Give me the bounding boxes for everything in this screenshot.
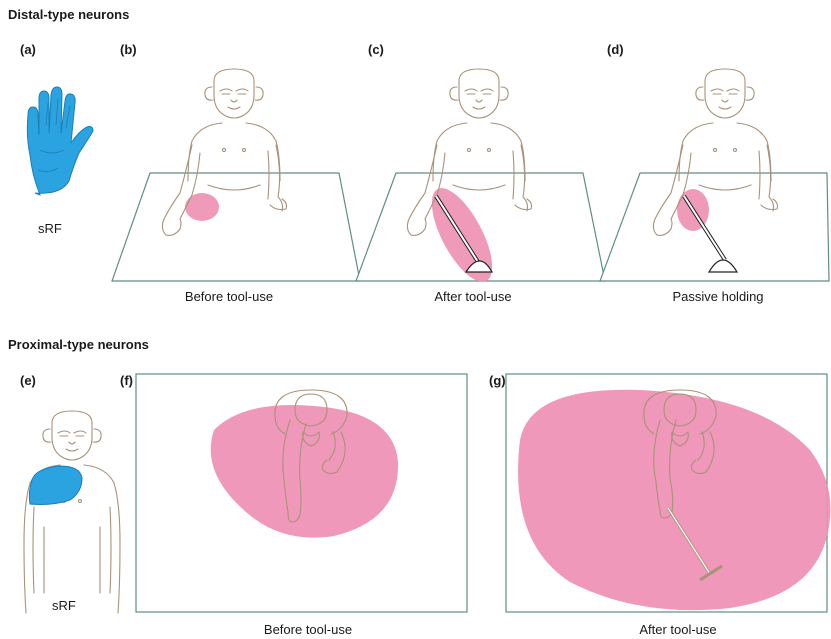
shoulder-srf-icon xyxy=(29,466,82,505)
panel-f-drawing xyxy=(136,374,467,612)
panel-d-drawing xyxy=(600,69,829,281)
hand-srf-icon xyxy=(27,87,93,195)
visual-rf-hand xyxy=(185,193,219,221)
panel-e-drawing xyxy=(24,411,120,613)
panel-b-drawing xyxy=(112,69,360,281)
panel-c-drawing xyxy=(356,69,605,290)
panel-g-drawing xyxy=(506,374,830,612)
